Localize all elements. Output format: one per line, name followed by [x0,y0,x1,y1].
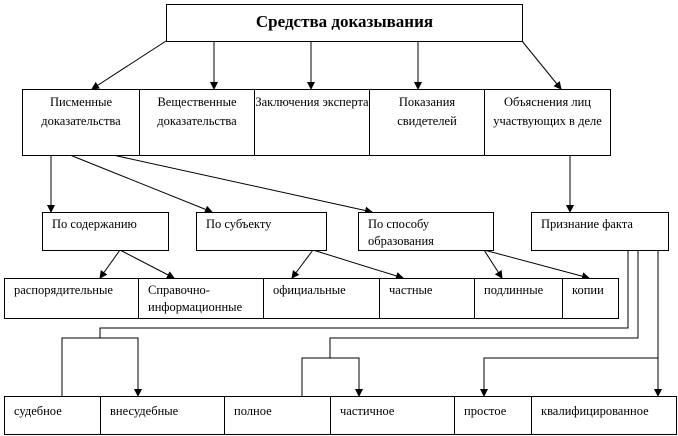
kind-original: подлинные [474,278,563,319]
kind-copies: копии [562,278,619,319]
admission-qualified: квалифицированное [531,396,677,435]
criterion-formation: По способу образования [358,212,494,251]
type-physical: Вещественные доказательства [139,89,255,156]
criterion-subject: По субъекту [196,212,327,251]
admission-of-fact: Признание факта [531,212,669,251]
admission-simple: простое [454,396,532,435]
type-parties: Объяснения лиц участвующих в деле [484,89,611,156]
type-witness: Показания свидетелей [369,89,485,156]
type-expert: Заключения эксперта [254,89,370,156]
type-written: Писменные доказательства [22,89,140,156]
kind-informational: Справочно-информационные [138,278,264,319]
kind-dispositive: распорядительные [4,278,139,319]
criterion-content: По содержанию [42,212,169,251]
kind-private: частные [379,278,475,319]
title-box: Средства доказывания [166,4,523,42]
admission-extrajudicial: внесудебные [100,396,225,435]
admission-full: полное [224,396,331,435]
admission-judicial: судебное [4,396,101,435]
kind-official: официальные [263,278,380,319]
admission-partial: частичное [330,396,455,435]
